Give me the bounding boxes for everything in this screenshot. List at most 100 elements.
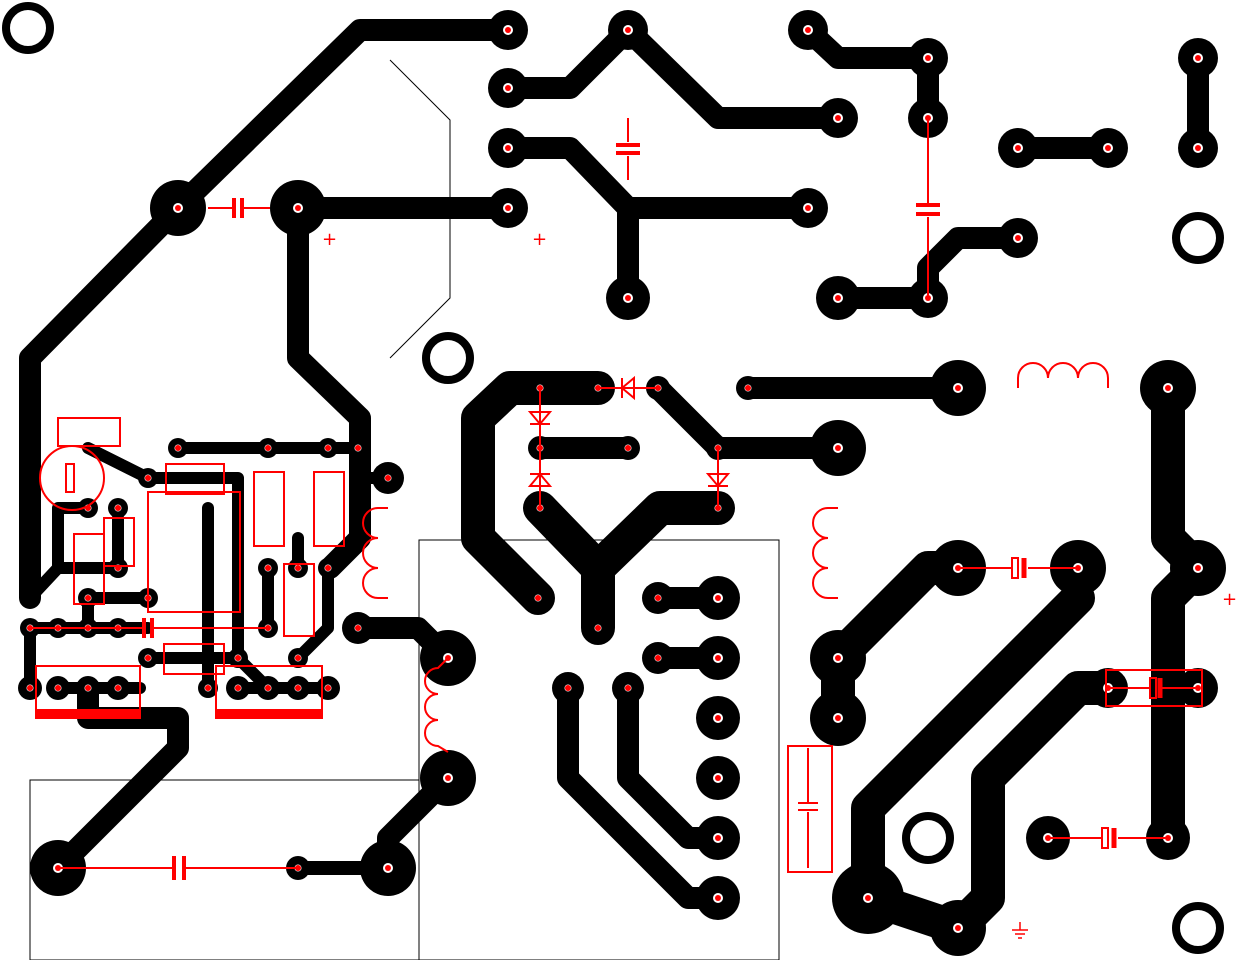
ic-outline — [147, 491, 241, 613]
pin-marker — [235, 685, 241, 691]
pin-marker — [1165, 385, 1171, 391]
pin-marker — [27, 685, 33, 691]
capacitor-symbol — [916, 118, 940, 298]
mounting-hole — [902, 812, 954, 864]
capacitor-symbol — [787, 745, 833, 873]
trace — [82, 442, 244, 664]
pin-marker — [1015, 145, 1021, 151]
capacitor-symbol — [208, 198, 270, 218]
inductor-symbol — [812, 507, 838, 599]
polarity-plus-label: + — [532, 229, 547, 250]
outline-box-center — [418, 539, 780, 960]
resistor-outline — [253, 471, 285, 547]
trace — [19, 197, 189, 609]
pin-marker — [55, 685, 61, 691]
pin-marker — [715, 895, 721, 901]
resistor-outline — [73, 533, 105, 605]
pin-marker — [1105, 685, 1111, 691]
trace — [292, 562, 334, 664]
pin-marker — [865, 895, 871, 901]
pin-marker — [115, 685, 121, 691]
pin-marker — [55, 625, 61, 631]
pin-marker — [537, 385, 543, 391]
pin-marker — [115, 625, 121, 631]
connector-outline — [57, 417, 121, 447]
connector-bar — [35, 709, 141, 719]
pin-marker — [145, 595, 151, 601]
polarity-plus-label: + — [322, 229, 337, 250]
red-dot-layer — [27, 27, 1201, 931]
pin-marker — [715, 715, 721, 721]
capacitor-symbol — [58, 856, 298, 880]
pin-marker — [955, 565, 961, 571]
pin-marker — [805, 27, 811, 33]
pin-marker — [175, 205, 181, 211]
pin-marker — [295, 565, 301, 571]
pin-marker — [715, 445, 721, 451]
pin-marker — [535, 595, 541, 601]
capacitor-symbol — [616, 118, 640, 180]
pin-marker — [1195, 565, 1201, 571]
resistor-outline — [283, 563, 315, 637]
pin-marker — [955, 925, 961, 931]
crystal-symbol — [65, 463, 75, 493]
pin-marker — [355, 445, 361, 451]
inductor-symbol — [362, 507, 388, 599]
pin-marker — [1165, 835, 1171, 841]
pin-marker — [1075, 565, 1081, 571]
pin-marker — [1195, 145, 1201, 151]
diode-symbol — [705, 448, 731, 508]
pin-marker — [625, 685, 631, 691]
trace — [167, 19, 519, 219]
mounting-hole — [1172, 212, 1224, 264]
inductor-symbol — [424, 657, 449, 753]
trace — [851, 581, 1095, 915]
pin-marker — [265, 565, 271, 571]
pin-marker — [805, 205, 811, 211]
mounting-hole — [1172, 902, 1224, 954]
inductor-symbol — [1017, 362, 1109, 388]
label-layer: + + + — [322, 229, 1237, 610]
pin-marker — [145, 655, 151, 661]
resistor-outline — [163, 643, 225, 675]
mounting-hole — [2, 2, 54, 54]
pin-marker — [835, 715, 841, 721]
pin-marker — [385, 865, 391, 871]
pin-marker — [835, 115, 841, 121]
pin-marker — [835, 295, 841, 301]
pin-marker — [205, 685, 211, 691]
relay-outline — [165, 463, 225, 495]
pin-marker — [295, 685, 301, 691]
pin-marker — [85, 595, 91, 601]
polarity-plus-label: + — [1222, 589, 1237, 610]
pin-marker — [295, 205, 301, 211]
connector-bar — [215, 709, 323, 719]
pin-marker — [55, 865, 61, 871]
outline-box-left — [29, 779, 420, 960]
pin-marker — [265, 685, 271, 691]
pin-marker — [565, 685, 571, 691]
pin-marker — [715, 505, 721, 511]
pin-marker — [385, 475, 391, 481]
pin-marker — [537, 505, 543, 511]
trace — [24, 502, 96, 604]
pin-marker — [505, 27, 511, 33]
pin-marker — [925, 295, 931, 301]
pin-marker — [1195, 55, 1201, 61]
pin-marker — [325, 565, 331, 571]
pin-marker — [445, 775, 451, 781]
pin-marker — [445, 655, 451, 661]
pin-marker — [235, 655, 241, 661]
pin-marker — [1045, 835, 1051, 841]
pin-marker — [745, 385, 751, 391]
pin-marker — [85, 625, 91, 631]
pin-marker — [715, 835, 721, 841]
electrolytic-capacitor-symbol — [958, 557, 1078, 579]
pin-marker — [655, 595, 661, 601]
trace — [523, 491, 735, 585]
ground-symbol — [1012, 922, 1028, 939]
pin-marker — [715, 655, 721, 661]
resistor-outline — [313, 471, 345, 547]
pin-marker — [925, 55, 931, 61]
pin-marker — [835, 655, 841, 661]
